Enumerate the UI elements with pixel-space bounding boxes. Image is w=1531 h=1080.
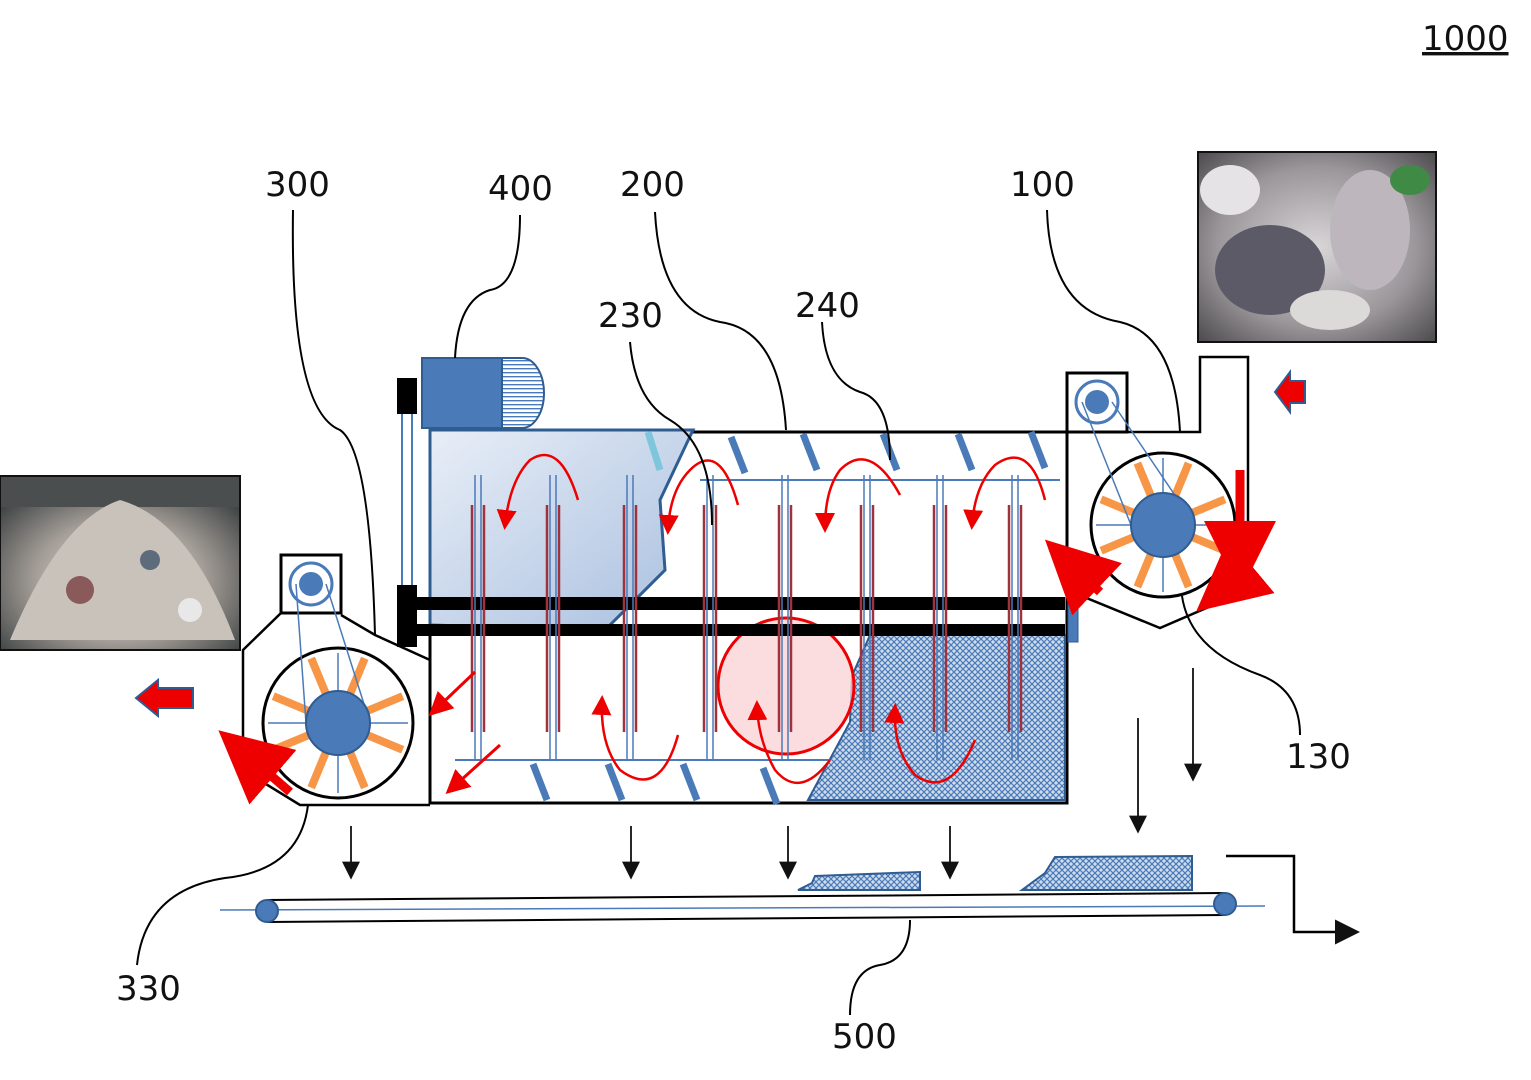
output-arrow: [134, 677, 194, 719]
rotor-spoke: [364, 730, 405, 754]
label-400: 400: [488, 169, 553, 209]
rotor-spoke: [1099, 495, 1137, 518]
circulation-arrows: [496, 453, 1047, 785]
label-100: 100: [1010, 165, 1075, 205]
baffle: [1027, 430, 1049, 470]
rotor-spoke: [1170, 551, 1193, 589]
drop-arrows: [342, 668, 1202, 880]
label-500: 500: [832, 1017, 897, 1057]
vortex-zone: [716, 616, 856, 756]
rotor-spoke: [307, 656, 331, 697]
rotor-spoke: [1189, 495, 1227, 518]
belt: [1081, 401, 1132, 526]
baffle: [727, 435, 749, 475]
motor-mount: [397, 378, 417, 414]
rotor-spoke: [271, 692, 312, 716]
drive-shaft-lower: [400, 624, 1065, 636]
baffle: [799, 432, 821, 472]
rotor-hub: [305, 690, 371, 756]
figure-number: 1000: [1422, 19, 1509, 59]
shaft-bearing: [397, 585, 417, 647]
baffle: [604, 762, 626, 802]
feeder-pulley-hub: [1085, 390, 1109, 414]
baffle: [954, 432, 976, 472]
label-130: 130: [1286, 737, 1351, 777]
rotor-spoke: [307, 749, 331, 790]
leader-lines: [136, 209, 1301, 1016]
flow-arrows: [134, 369, 1306, 719]
transfer-arrows: [428, 670, 502, 795]
discharge-pulley-hub: [299, 572, 323, 596]
belt: [295, 583, 307, 724]
input-waste-photo: [1197, 151, 1437, 343]
baffle: [529, 762, 551, 802]
baffle: [644, 430, 664, 472]
output-waste-photo: [0, 475, 241, 651]
sorted-material-large: [1018, 854, 1193, 891]
belt: [325, 583, 371, 724]
rotor-spoke: [345, 656, 369, 697]
input-arrow: [1273, 369, 1306, 415]
label-300: 300: [265, 165, 330, 205]
rotor-spoke: [1133, 461, 1156, 499]
rotor-spoke: [364, 692, 405, 716]
baffle: [679, 762, 701, 802]
rotor-spoke: [345, 749, 369, 790]
label-240: 240: [795, 286, 860, 326]
discharge-rotor: [261, 583, 415, 800]
rotor-spoke: [1170, 461, 1193, 499]
rotor-spoke: [1133, 551, 1156, 589]
conveyor: [219, 892, 1266, 923]
rotor-hub: [1130, 492, 1196, 558]
shaft-end-cap: [1067, 593, 1079, 643]
label-200: 200: [620, 165, 685, 205]
motor: [421, 357, 545, 429]
label-330: 330: [116, 969, 181, 1009]
exit-path-arrow: [1226, 854, 1360, 945]
sorted-material-small: [797, 870, 921, 891]
baffle-group: [529, 430, 1049, 806]
internal-flow-arrows: [218, 470, 1276, 805]
baffle: [759, 766, 781, 806]
blade-group: [470, 475, 1023, 760]
drive-shaft-upper: [400, 597, 1065, 610]
label-230: 230: [598, 296, 663, 336]
